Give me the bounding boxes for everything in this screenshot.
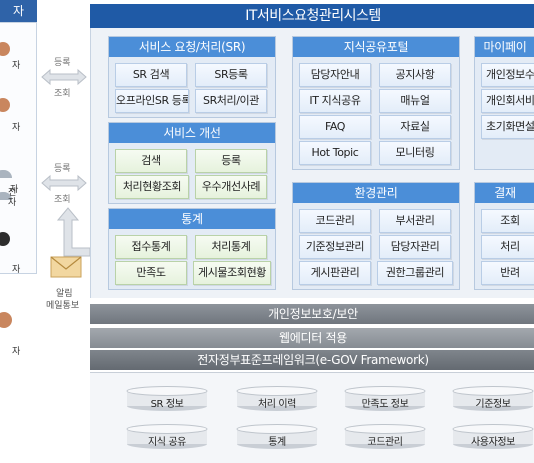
menu-improve-register[interactable]: 등록: [195, 149, 267, 173]
register-query-arrow-icon: [41, 174, 87, 192]
section-stats: 통계 접수통계 처리통계 만족도 게시물조회현황: [108, 208, 276, 290]
section-title: 서비스 개선: [109, 123, 275, 143]
user-avatar-icon: [0, 192, 12, 200]
database-label: 처리 이력: [258, 399, 296, 410]
database-icon: [126, 424, 208, 449]
database-label: 코드관리: [367, 437, 403, 448]
menu-hot-topic[interactable]: Hot Topic: [299, 141, 371, 165]
web-editor-bar: 웹에디터 적용: [90, 328, 534, 348]
database-icon: [236, 386, 318, 411]
menu-process-stats[interactable]: 처리통계: [195, 235, 267, 259]
menu-dept-manage[interactable]: 부서관리: [379, 209, 451, 233]
user-avatar-icon: [0, 170, 12, 178]
menu-offline-sr-register[interactable]: 오프라인SR 등록: [115, 89, 189, 113]
menu-faq[interactable]: FAQ: [299, 115, 371, 139]
database-satisfaction: 만족도 정보: [344, 386, 426, 412]
database-label: 기준정보: [475, 399, 511, 410]
menu-archive[interactable]: 자료실: [379, 115, 451, 139]
database-icon: [126, 386, 208, 411]
menu-manual[interactable]: 매뉴얼: [379, 89, 451, 113]
user-label: 자: [12, 265, 21, 275]
user-label: 자: [12, 123, 21, 133]
user-label: 자: [12, 61, 21, 71]
privacy-security-bar: 개인정보보호/보안: [90, 304, 534, 324]
menu-improve-search[interactable]: 검색: [115, 149, 187, 173]
user-avatar-icon: [0, 232, 10, 246]
menu-code-manage[interactable]: 코드관리: [299, 209, 371, 233]
database-user-info: 사용자정보: [452, 424, 534, 450]
menu-board-manage[interactable]: 게시판관리: [299, 261, 371, 285]
menu-approval-reject[interactable]: 반려: [481, 261, 534, 285]
menu-personal-info[interactable]: 개인정보수: [481, 63, 534, 87]
database-knowledge: 지식 공유: [126, 424, 208, 450]
flow-label-query: 조회: [54, 89, 71, 99]
user-label: 자: [12, 347, 21, 357]
alert-mail-label: 메일통보: [46, 301, 80, 311]
database-icon: [344, 386, 426, 411]
menu-sr-register[interactable]: SR등록: [195, 63, 267, 87]
menu-post-view-status[interactable]: 게시물조회현황: [193, 261, 271, 285]
flow-label-register: 등록: [54, 58, 71, 68]
egov-framework-bar: 전자정부표준프레임워크(e-GOV Framework): [90, 350, 534, 370]
flow-label-query: 조회: [54, 195, 71, 205]
menu-receipt-stats[interactable]: 접수통계: [115, 235, 187, 259]
system-title: IT서비스요청관리시스템: [90, 4, 534, 28]
left-panel-header: 자: [0, 0, 37, 22]
database-sr-info: SR 정보: [126, 386, 208, 412]
menu-initial-screen[interactable]: 초기화면설: [481, 115, 534, 139]
menu-notice[interactable]: 공지사항: [379, 63, 451, 87]
section-title: 결재: [475, 183, 534, 203]
section-title: 환경관리: [293, 183, 459, 203]
database-process-history: 처리 이력: [236, 386, 318, 412]
admin-avatar-icon: [0, 312, 12, 328]
user-avatar-icon: [0, 42, 10, 56]
section-env-management: 환경관리 코드관리 부서관리 기준정보관리 담당자관리 게시판관리 권한그룹관리: [292, 182, 460, 290]
mail-envelope-icon: [50, 256, 82, 278]
database-icon: [452, 424, 534, 449]
menu-satisfaction[interactable]: 만족도: [115, 261, 187, 285]
database-label: 지식 공유: [148, 437, 186, 448]
section-title: 통계: [109, 209, 275, 229]
database-icon: [452, 386, 534, 411]
menu-best-cases[interactable]: 우수개선사례: [195, 175, 267, 199]
section-title: 서비스 요청/처리(SR): [109, 37, 275, 57]
menu-staff-manage[interactable]: 담당자관리: [379, 235, 451, 259]
menu-approval-search[interactable]: 조회: [481, 209, 534, 233]
alert-label: 알림: [56, 289, 73, 299]
menu-base-info-manage[interactable]: 기준정보관리: [299, 235, 371, 259]
section-mypage: 마이페이 개인정보수 개인회서비 초기화면설: [474, 36, 534, 170]
flow-label-register: 등록: [54, 164, 71, 174]
database-label: 만족도 정보: [361, 399, 409, 410]
section-service-request: 서비스 요청/처리(SR) SR 검색 SR등록 오프라인SR 등록 SR처리/…: [108, 36, 276, 118]
database-label: 통계: [268, 437, 286, 448]
user-label: 자: [10, 185, 19, 195]
section-approval: 결재 조회 처리 반려: [474, 182, 534, 290]
section-service-improve: 서비스 개선 검색 등록 처리현황조회 우수개선사례: [108, 122, 276, 204]
menu-approval-process[interactable]: 처리: [481, 235, 534, 259]
database-icon: [344, 424, 426, 449]
menu-process-status[interactable]: 처리현황조회: [115, 175, 189, 199]
database-stats: 통계: [236, 424, 318, 450]
menu-personal-service[interactable]: 개인회서비: [481, 89, 534, 113]
menu-sr-process[interactable]: SR처리/이관: [195, 89, 267, 113]
register-query-arrow-icon: [41, 68, 87, 86]
database-base-info: 기준정보: [452, 386, 534, 412]
user-avatar-icon: [0, 98, 10, 112]
notify-arrow-icon: [56, 207, 91, 257]
database-label: 사용자정보: [470, 437, 515, 448]
menu-it-knowledge[interactable]: IT 지식공유: [299, 89, 371, 113]
database-label: SR 정보: [150, 399, 184, 410]
database-icon: [236, 424, 318, 449]
section-title: 마이페이: [475, 37, 534, 57]
menu-auth-group-manage[interactable]: 권한그룹관리: [377, 261, 453, 285]
database-code: 코드관리: [344, 424, 426, 450]
section-title: 지식공유포털: [293, 37, 459, 57]
user-label: 전 자: [8, 188, 17, 208]
section-knowledge-portal: 지식공유포털 담당자안내 공지사항 IT 지식공유 매뉴얼 FAQ 자료실 Ho…: [292, 36, 460, 170]
menu-staff-guide[interactable]: 담당자안내: [299, 63, 371, 87]
menu-sr-search[interactable]: SR 검색: [115, 63, 187, 87]
menu-monitoring[interactable]: 모니터링: [379, 141, 451, 165]
